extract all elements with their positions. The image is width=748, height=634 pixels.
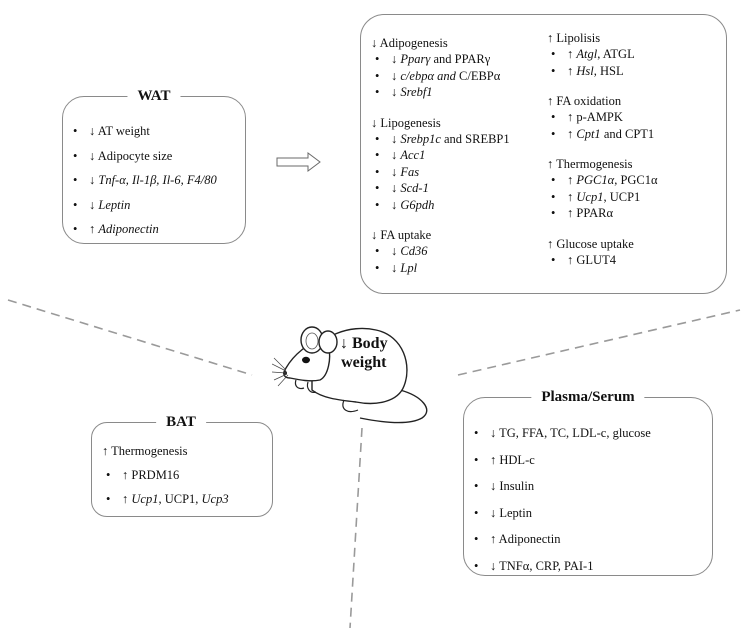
bat-item: ↑ PRDM16 [102, 463, 229, 487]
lipogenesis-item: ↓ Fas [371, 164, 510, 181]
fa-oxidation-list: ↑ p-AMPK ↑ Cpt1 and CPT1 [547, 109, 658, 142]
lipogenesis-item: ↓ Scd-1 [371, 180, 510, 197]
lipogenesis-list: ↓ Srebp1c and SREBP1 ↓ Acc1 ↓ Fas ↓ Scd-… [371, 131, 510, 214]
glucose-uptake-item: ↑ GLUT4 [547, 252, 658, 269]
adipogenesis-item: ↓ Srebf1 [371, 84, 510, 101]
plasma-item: ↓ Insulin [470, 473, 651, 500]
bat-thermogenesis-header: ↑ Thermogenesis [102, 444, 188, 458]
wat-box: ↓ AT weight ↓ Adipocyte size ↓ Tnf-α, Il… [62, 96, 246, 244]
fa-uptake-list: ↓ Cd36 ↓ Lpl [371, 243, 510, 276]
lipogenesis-item: ↓ G6pdh [371, 197, 510, 214]
wat-effects-box: ↓ Adipogenesis ↓ Pparγ and PPARγ ↓ c/ebp… [360, 14, 727, 294]
lipolysis-list: ↑ Atgl, ATGL ↑ Hsl, HSL [547, 46, 658, 79]
wat-item: ↑ Adiponectin [69, 217, 217, 242]
thermogenesis-item: ↑ Ucp1, UCP1 [547, 189, 658, 206]
fa-oxidation-item: ↑ Cpt1 and CPT1 [547, 126, 658, 143]
plasma-item: ↑ HDL-c [470, 447, 651, 474]
lipogenesis-header: ↓ Lipogenesis [371, 115, 441, 130]
bat-list: ↑ PRDM16 ↑ Ucp1, UCP1, Ucp3 [102, 463, 229, 511]
glucose-uptake-header: ↑ Glucose uptake [547, 236, 634, 251]
lipogenesis-item: ↓ Srebp1c and SREBP1 [371, 131, 510, 148]
adipogenesis-list: ↓ Pparγ and PPARγ ↓ c/ebpα and C/EBPα ↓ … [371, 51, 510, 101]
fa-oxidation-item: ↑ p-AMPK [547, 109, 658, 126]
bat-title: BAT [156, 413, 206, 431]
wat-effects-left-column: ↓ Adipogenesis ↓ Pparγ and PPARγ ↓ c/ebp… [371, 35, 510, 276]
wat-list: ↓ AT weight ↓ Adipocyte size ↓ Tnf-α, Il… [69, 119, 217, 242]
bat-content: ↑ Thermogenesis ↑ PRDM16 ↑ Ucp1, UCP1, U… [102, 439, 229, 511]
wat-item: ↓ Adipocyte size [69, 144, 217, 169]
wat-item: ↓ AT weight [69, 119, 217, 144]
mouse-icon [272, 326, 428, 424]
lipolysis-item: ↑ Atgl, ATGL [547, 46, 658, 63]
plasma-item: ↑ Adiponectin [470, 526, 651, 553]
plasma-box: ↓ TG, FFA, TC, LDL-c, glucose ↑ HDL-c ↓ … [463, 397, 713, 579]
lipogenesis-item: ↓ Acc1 [371, 147, 510, 164]
body-weight-label: ↓ Body weight [340, 334, 388, 372]
fa-uptake-item: ↓ Cd36 [371, 243, 510, 260]
thermogenesis-item: ↑ PPARα [547, 205, 658, 222]
plasma-list: ↓ TG, FFA, TC, LDL-c, glucose ↑ HDL-c ↓ … [470, 420, 651, 579]
bat-box: ↑ Thermogenesis ↑ PRDM16 ↑ Ucp1, UCP1, U… [91, 422, 273, 517]
adipogenesis-item: ↓ Pparγ and PPARγ [371, 51, 510, 68]
body-weight-line2: weight [341, 354, 387, 371]
thermogenesis-list: ↑ PGC1α, PGC1α ↑ Ucp1, UCP1 ↑ PPARα [547, 172, 658, 222]
thermogenesis-item: ↑ PGC1α, PGC1α [547, 172, 658, 189]
fa-uptake-header: ↓ FA uptake [371, 228, 432, 242]
glucose-uptake-list: ↑ GLUT4 [547, 252, 658, 269]
body-weight-line1: Body [352, 335, 388, 352]
plasma-item: ↓ TG, FFA, TC, LDL-c, glucose [470, 420, 651, 447]
lipolysis-header: ↑ Lipolisis [547, 31, 601, 45]
plasma-item: ↓ TNFα, CRP, PAI-1 [470, 553, 651, 580]
wat-effects-right-column: ↑ Lipolisis ↑ Atgl, ATGL ↑ Hsl, HSL ↑ FA… [547, 30, 658, 268]
wat-item: ↓ Leptin [69, 193, 217, 218]
right-arrow-icon [276, 152, 321, 172]
thermogenesis-header: ↑ Thermogenesis [547, 157, 633, 171]
adipogenesis-item: ↓ c/ebpα and C/EBPα [371, 68, 510, 85]
adipogenesis-header: ↓ Adipogenesis [371, 36, 448, 50]
down-arrow-icon: ↓ [340, 335, 348, 352]
plasma-item: ↓ Leptin [470, 500, 651, 527]
fa-uptake-item: ↓ Lpl [371, 260, 510, 277]
fa-oxidation-header: ↑ FA oxidation [547, 94, 622, 108]
wat-item: ↓ Tnf-α, Il-1β, Il-6, F4/80 [69, 168, 217, 193]
bat-item: ↑ Ucp1, UCP1, Ucp3 [102, 487, 229, 511]
plasma-title: Plasma/Serum [531, 388, 645, 406]
lipolysis-item: ↑ Hsl, HSL [547, 63, 658, 80]
wat-title: WAT [127, 87, 181, 105]
